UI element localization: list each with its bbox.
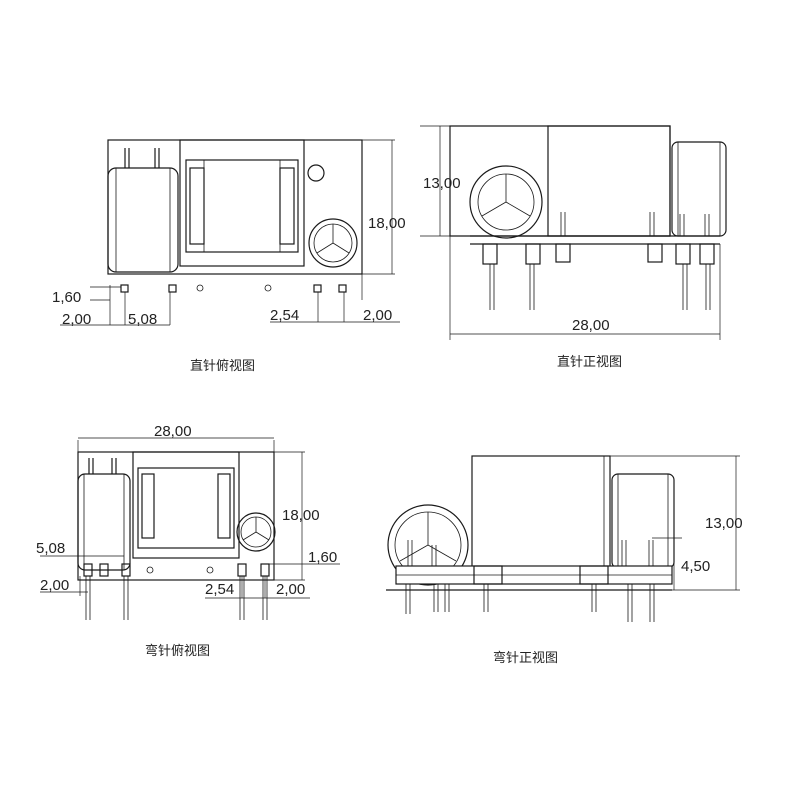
dim-bent-right-offset-top: 1,60 xyxy=(308,549,337,566)
dim-bent-length: 28,00 xyxy=(154,423,192,440)
dim-pin-offset: 1,60 xyxy=(52,289,81,306)
dim-bent-pin-pitch: 2,54 xyxy=(205,581,234,598)
dim-bent-pin-height: 4,50 xyxy=(681,558,710,575)
dim-right-offset: 2,00 xyxy=(363,307,392,324)
dim-cap-pitch: 5,08 xyxy=(128,311,157,328)
straight-front-view xyxy=(420,125,727,340)
dim-bent-cap-pitch: 5,08 xyxy=(36,540,65,557)
bent-top-view xyxy=(40,437,340,620)
caption-straight-front: 直针正视图 xyxy=(557,355,622,370)
dim-height: 18,00 xyxy=(368,215,406,232)
straight-top-view xyxy=(60,139,400,326)
caption-bent-top: 弯针俯视图 xyxy=(145,643,210,659)
bent-front-view xyxy=(386,455,740,622)
caption-straight-top: 直针俯视图 xyxy=(190,358,255,374)
dim-pin-pitch: 2,54 xyxy=(270,307,299,324)
dim-bent-front-height: 13,00 xyxy=(705,515,743,532)
dim-edge-offset: 2,00 xyxy=(62,311,91,328)
caption-bent-front: 弯针正视图 xyxy=(493,650,558,666)
dim-front-length: 28,00 xyxy=(572,317,610,334)
dim-bent-height: 18,00 xyxy=(282,507,320,524)
dim-bent-right-offset: 2,00 xyxy=(276,581,305,598)
dim-front-height: 13,00 xyxy=(423,175,461,192)
dim-bent-left-offset: 2,00 xyxy=(40,577,69,594)
